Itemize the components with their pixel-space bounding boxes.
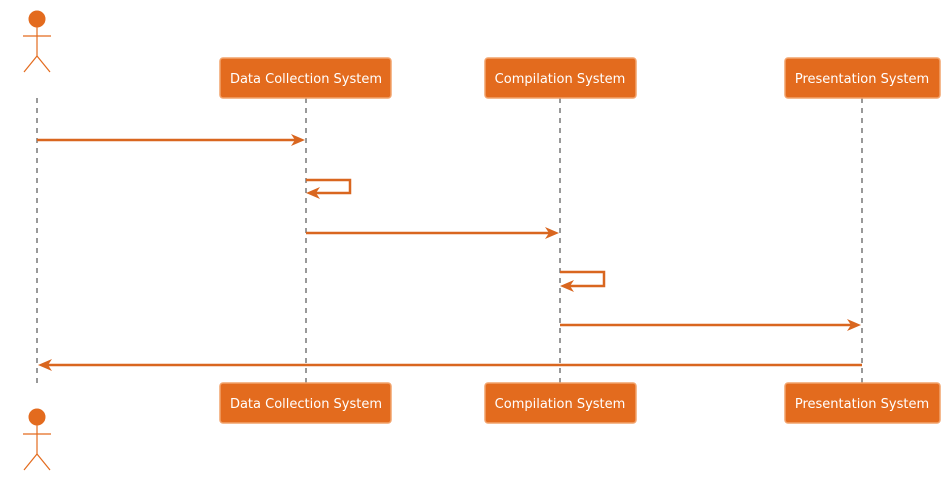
participant-label: Compilation System [495,397,626,412]
participant-label: Presentation System [795,72,929,87]
arrowhead-icon [306,187,320,199]
message-data-collection-to-compilation [306,227,559,239]
arrowhead-icon [545,227,559,239]
message-compilation-to-presentation [560,319,861,331]
message-compilation-self [560,270,606,292]
arrowhead-icon [847,319,861,331]
participant-presentation-system-bottom: Presentation System [784,382,941,424]
arrowhead-icon [38,359,52,371]
actor-head-icon [28,10,46,28]
message-data-collection-self [306,178,352,199]
actor-top [23,10,51,73]
participant-label: Presentation System [795,397,929,412]
participant-compilation-system-top: Compilation System [484,57,637,99]
participant-compilation-system-bottom: Compilation System [484,382,637,424]
actor-head-icon [28,408,46,426]
participant-label: Compilation System [495,72,626,87]
participant-data-collection-system-bottom: Data Collection System [219,382,392,424]
message-actor-to-data-collection [37,134,305,146]
arrowhead-icon [560,280,574,292]
participant-label: Data Collection System [230,72,382,87]
participant-presentation-system-top: Presentation System [784,57,941,99]
actor-bottom [23,408,51,471]
message-presentation-to-actor [38,359,862,371]
arrowhead-icon [291,134,305,146]
participant-data-collection-system-top: Data Collection System [219,57,392,99]
participant-label: Data Collection System [230,397,382,412]
